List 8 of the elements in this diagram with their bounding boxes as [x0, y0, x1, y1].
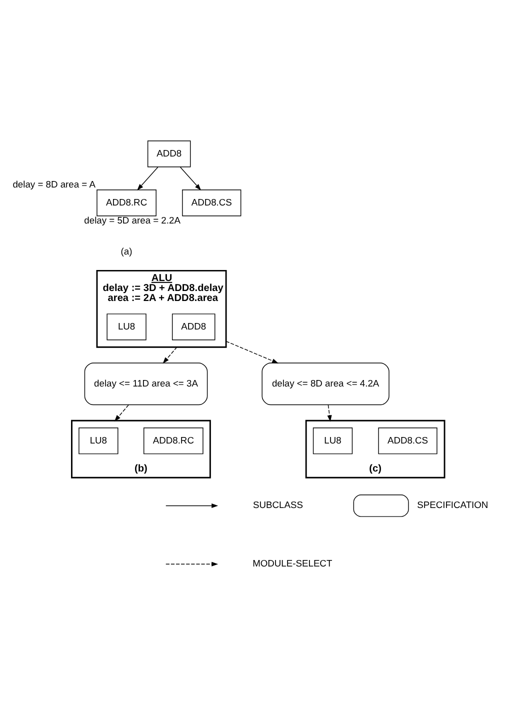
node-label: delay = 8D area = A	[12, 178, 96, 189]
legend-label: SPECIFICATION	[417, 500, 488, 510]
label: (a)	[120, 246, 132, 256]
node-label: (c)	[369, 462, 382, 474]
node-label: (b)	[134, 462, 148, 474]
legend-label: SUBCLASS	[253, 500, 303, 510]
node-label: delay = 5D area = 2.2A	[84, 214, 180, 225]
legend-label: MODULE-SELECT	[252, 558, 332, 568]
